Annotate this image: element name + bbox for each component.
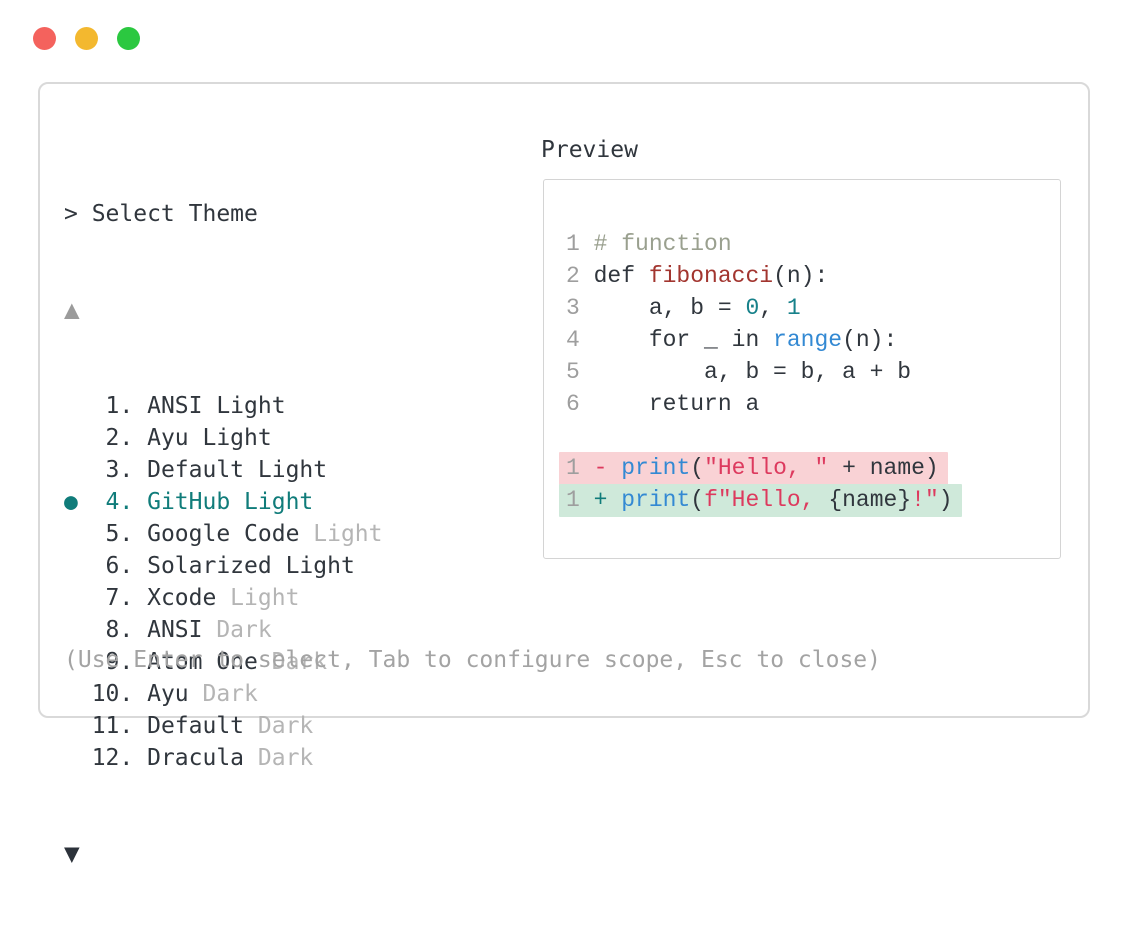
theme-list-item-solarized-light[interactable]: 6. Solarized Light <box>64 550 383 582</box>
code-preview: 1 # function 2 def fibonacci(n): 3 a, b … <box>559 228 962 517</box>
code-token-num: 1 <box>786 295 801 321</box>
code-token <box>607 487 621 513</box>
code-token <box>607 455 621 481</box>
code-token-num: 0 <box>745 295 760 321</box>
bullet-placeholder <box>64 457 92 483</box>
bullet-placeholder <box>64 393 92 419</box>
code-token-ln: 5 <box>566 359 580 385</box>
theme-item-variant-label: Light <box>216 585 300 611</box>
code-token-string: - <box>593 455 608 481</box>
theme-list: 1. ANSI Light 2. Ayu Light 3. Default Li… <box>64 390 383 774</box>
code-token-ln: 3 <box>566 295 580 321</box>
bullet-placeholder <box>64 553 92 579</box>
theme-item-variant-label: Dark <box>188 681 258 707</box>
bullet-placeholder <box>64 745 92 771</box>
theme-list-column: > Select Theme ▲ 1. ANSI Light 2. Ayu Li… <box>64 134 383 934</box>
code-token-ln: 2 <box>566 263 580 289</box>
code-token-comment: # function <box>593 231 732 257</box>
theme-list-item-ansi-light[interactable]: 1. ANSI Light <box>64 390 383 422</box>
bullet-placeholder <box>64 521 92 547</box>
theme-list-item-dracula[interactable]: 12. Dracula Dark <box>64 742 383 774</box>
minimize-button[interactable] <box>75 27 98 50</box>
theme-list-item-xcode[interactable]: 7. Xcode Light <box>64 582 383 614</box>
theme-item-label: 5. Google Code <box>91 521 300 547</box>
code-token: def <box>579 263 649 289</box>
code-token: ) <box>938 487 953 513</box>
preview-heading: Preview <box>541 137 638 163</box>
code-token-ln: 1 <box>566 455 580 481</box>
code-token-string: !" <box>911 487 939 513</box>
bullet-placeholder <box>64 425 92 451</box>
code-token-string: f"Hello, <box>704 487 829 513</box>
code-token <box>580 455 594 481</box>
theme-item-label: 2. Ayu Light <box>91 425 272 451</box>
theme-list-item-atom-one[interactable]: 9. Atom One Dark <box>64 646 383 678</box>
dialog-title: > Select Theme <box>64 201 258 227</box>
code-token: a, b = b, a + b <box>579 359 912 385</box>
code-token: ( <box>690 455 705 481</box>
theme-list-item-ansi[interactable]: 8. ANSI Dark <box>64 614 383 646</box>
theme-list-item-ayu-light[interactable]: 2. Ayu Light <box>64 422 383 454</box>
zoom-button[interactable] <box>117 27 140 50</box>
code-token: (n): <box>773 263 829 289</box>
theme-selector-dialog: > Select Theme ▲ 1. ANSI Light 2. Ayu Li… <box>38 82 1090 869</box>
code-token-blue: print <box>621 455 691 481</box>
code-token: + name) <box>828 455 939 481</box>
bullet-placeholder <box>64 713 92 739</box>
theme-item-variant-label: Dark <box>202 617 272 643</box>
code-token <box>580 487 594 513</box>
code-token: return a <box>579 391 760 417</box>
help-text: (Use Enter to select, Tab to configure s… <box>64 647 881 673</box>
code-token: ( <box>690 487 705 513</box>
scroll-up-icon: ▲ <box>64 295 80 325</box>
bullet-placeholder <box>64 617 92 643</box>
theme-item-label: 9. Atom One <box>91 649 258 675</box>
diff-removed-line: 1 - print("Hello, " + name) <box>559 452 948 485</box>
scroll-down-icon: ▼ <box>64 839 80 869</box>
theme-item-label: 11. Default <box>91 713 245 739</box>
theme-item-variant-label: Dark <box>257 649 328 675</box>
code-token <box>580 231 594 257</box>
code-token-ln: 1 <box>566 487 580 513</box>
code-token-blue: range <box>773 327 843 353</box>
theme-item-label: 6. Solarized Light <box>91 553 355 579</box>
code-token-ln: 1 <box>566 231 580 257</box>
theme-item-variant-label: Dark <box>244 745 314 771</box>
code-token-func: fibonacci <box>648 263 774 289</box>
theme-list-item-ayu[interactable]: 10. Ayu Dark <box>64 678 383 710</box>
code-token: , <box>759 295 787 321</box>
theme-list-item-default-light[interactable]: 3. Default Light <box>64 454 383 486</box>
code-token-teal: + <box>593 487 608 513</box>
close-button[interactable] <box>33 27 56 50</box>
preview-pane: 1 # function 2 def fibonacci(n): 3 a, b … <box>543 179 1061 559</box>
theme-list-item-google-code[interactable]: 5. Google Code Light <box>64 518 383 550</box>
code-token-ln: 4 <box>566 327 580 353</box>
code-token: for _ in <box>579 327 774 353</box>
theme-list-item-github-light[interactable]: ● 4. GitHub Light <box>64 486 383 518</box>
theme-item-variant-label: Light <box>299 521 383 547</box>
code-token: a, b = <box>579 295 746 321</box>
theme-item-label: 4. GitHub Light <box>91 489 314 515</box>
theme-item-label: 1. ANSI Light <box>91 393 286 419</box>
theme-item-label: 12. Dracula <box>91 745 245 771</box>
code-token-string: "Hello, " <box>704 455 829 481</box>
code-token-blue: print <box>621 487 691 513</box>
diff-added-line: 1 + print(f"Hello, {name}!") <box>559 484 962 517</box>
code-token: {name} <box>828 487 912 513</box>
bullet-placeholder <box>64 681 92 707</box>
code-token-ln: 6 <box>566 391 580 417</box>
theme-item-label: 7. Xcode <box>91 585 217 611</box>
code-token: (n): <box>842 327 898 353</box>
selected-bullet-icon: ● <box>64 489 92 515</box>
theme-item-label: 3. Default Light <box>91 457 328 483</box>
bullet-placeholder <box>64 585 92 611</box>
theme-item-label: 8. ANSI <box>91 617 203 643</box>
theme-item-label: 10. Ayu <box>91 681 189 707</box>
theme-item-variant-label: Dark <box>244 713 314 739</box>
theme-list-item-default[interactable]: 11. Default Dark <box>64 710 383 742</box>
window-controls <box>33 27 140 50</box>
